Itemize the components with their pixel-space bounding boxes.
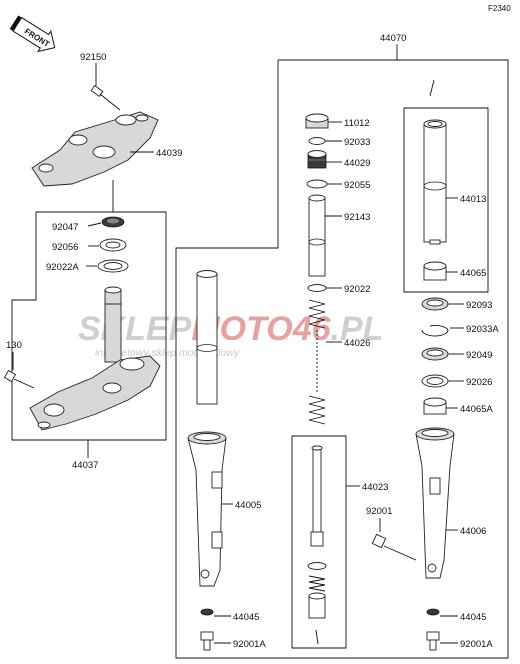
bushing-44065 (423, 261, 447, 281)
label-44065: 44065 (460, 268, 486, 279)
label-44070: 44070 (380, 33, 406, 44)
label-92049: 92049 (466, 350, 492, 361)
label-92150: 92150 (80, 52, 106, 63)
bushing-44065A (423, 397, 447, 415)
label-44065A: 44065A (460, 404, 493, 415)
label-92056: 92056 (52, 242, 78, 253)
inner-tube-44013 (423, 119, 447, 245)
watermark-brand-gray: SKLEP (78, 310, 192, 348)
fork-tube-left (196, 270, 218, 405)
label-44006: 44006 (460, 526, 486, 537)
label-44045-left: 44045 (233, 612, 259, 623)
label-92055: 92055 (344, 180, 370, 191)
adjuster-44029 (307, 150, 327, 169)
bolt-92150 (90, 85, 121, 111)
damper-rod-44023 (307, 445, 327, 645)
bolt-92001A-left (200, 631, 214, 651)
label-92022: 92022 (344, 284, 370, 295)
label-92026: 92026 (466, 377, 492, 388)
label-92022A: 92022A (46, 262, 79, 273)
outer-tube-44006 (415, 427, 455, 579)
washer-44045-right (426, 608, 440, 616)
washer-92022 (307, 284, 327, 292)
bolt-92001A-right (426, 631, 440, 651)
label-44005: 44005 (235, 500, 261, 511)
upper-bracket-44039 (31, 111, 159, 187)
clip-92033A (421, 325, 449, 337)
front-arrow-icon: FRONT (9, 15, 56, 53)
bolt-130 (3, 369, 35, 389)
label-130: 130 (6, 340, 22, 351)
washer-44045-left (200, 608, 214, 616)
label-92001A-left: 92001A (233, 639, 266, 650)
spring-44026 (308, 299, 326, 425)
label-44029: 44029 (344, 158, 370, 169)
clip-92033 (308, 137, 326, 145)
label-44013: 44013 (460, 194, 486, 205)
label-92001: 92001 (366, 506, 392, 517)
label-92143: 92143 (344, 212, 370, 223)
bolt-92001 (371, 533, 417, 561)
label-44039: 44039 (156, 148, 182, 159)
oring-92055 (306, 179, 328, 189)
label-92047: 92047 (52, 222, 78, 233)
label-44023: 44023 (362, 482, 388, 493)
label-44026: 44026 (344, 338, 370, 349)
spacer-92143 (308, 194, 326, 277)
outer-tube-44005 (187, 431, 227, 587)
label-92033A: 92033A (466, 324, 499, 335)
steering-stem-44037 (29, 286, 161, 431)
label-92033: 92033 (344, 137, 370, 148)
watermark: SKLEPMOTO46.PL internetowy sklep motocyk… (78, 310, 383, 359)
label-92001A-right: 92001A (460, 639, 493, 650)
label-44037: 44037 (72, 460, 98, 471)
cap-11012 (305, 113, 329, 129)
label-11012: 11012 (344, 118, 370, 129)
label-92093: 92093 (466, 300, 492, 311)
diagram-code: F2340 (488, 4, 511, 13)
label-44045-right: 44045 (460, 612, 486, 623)
